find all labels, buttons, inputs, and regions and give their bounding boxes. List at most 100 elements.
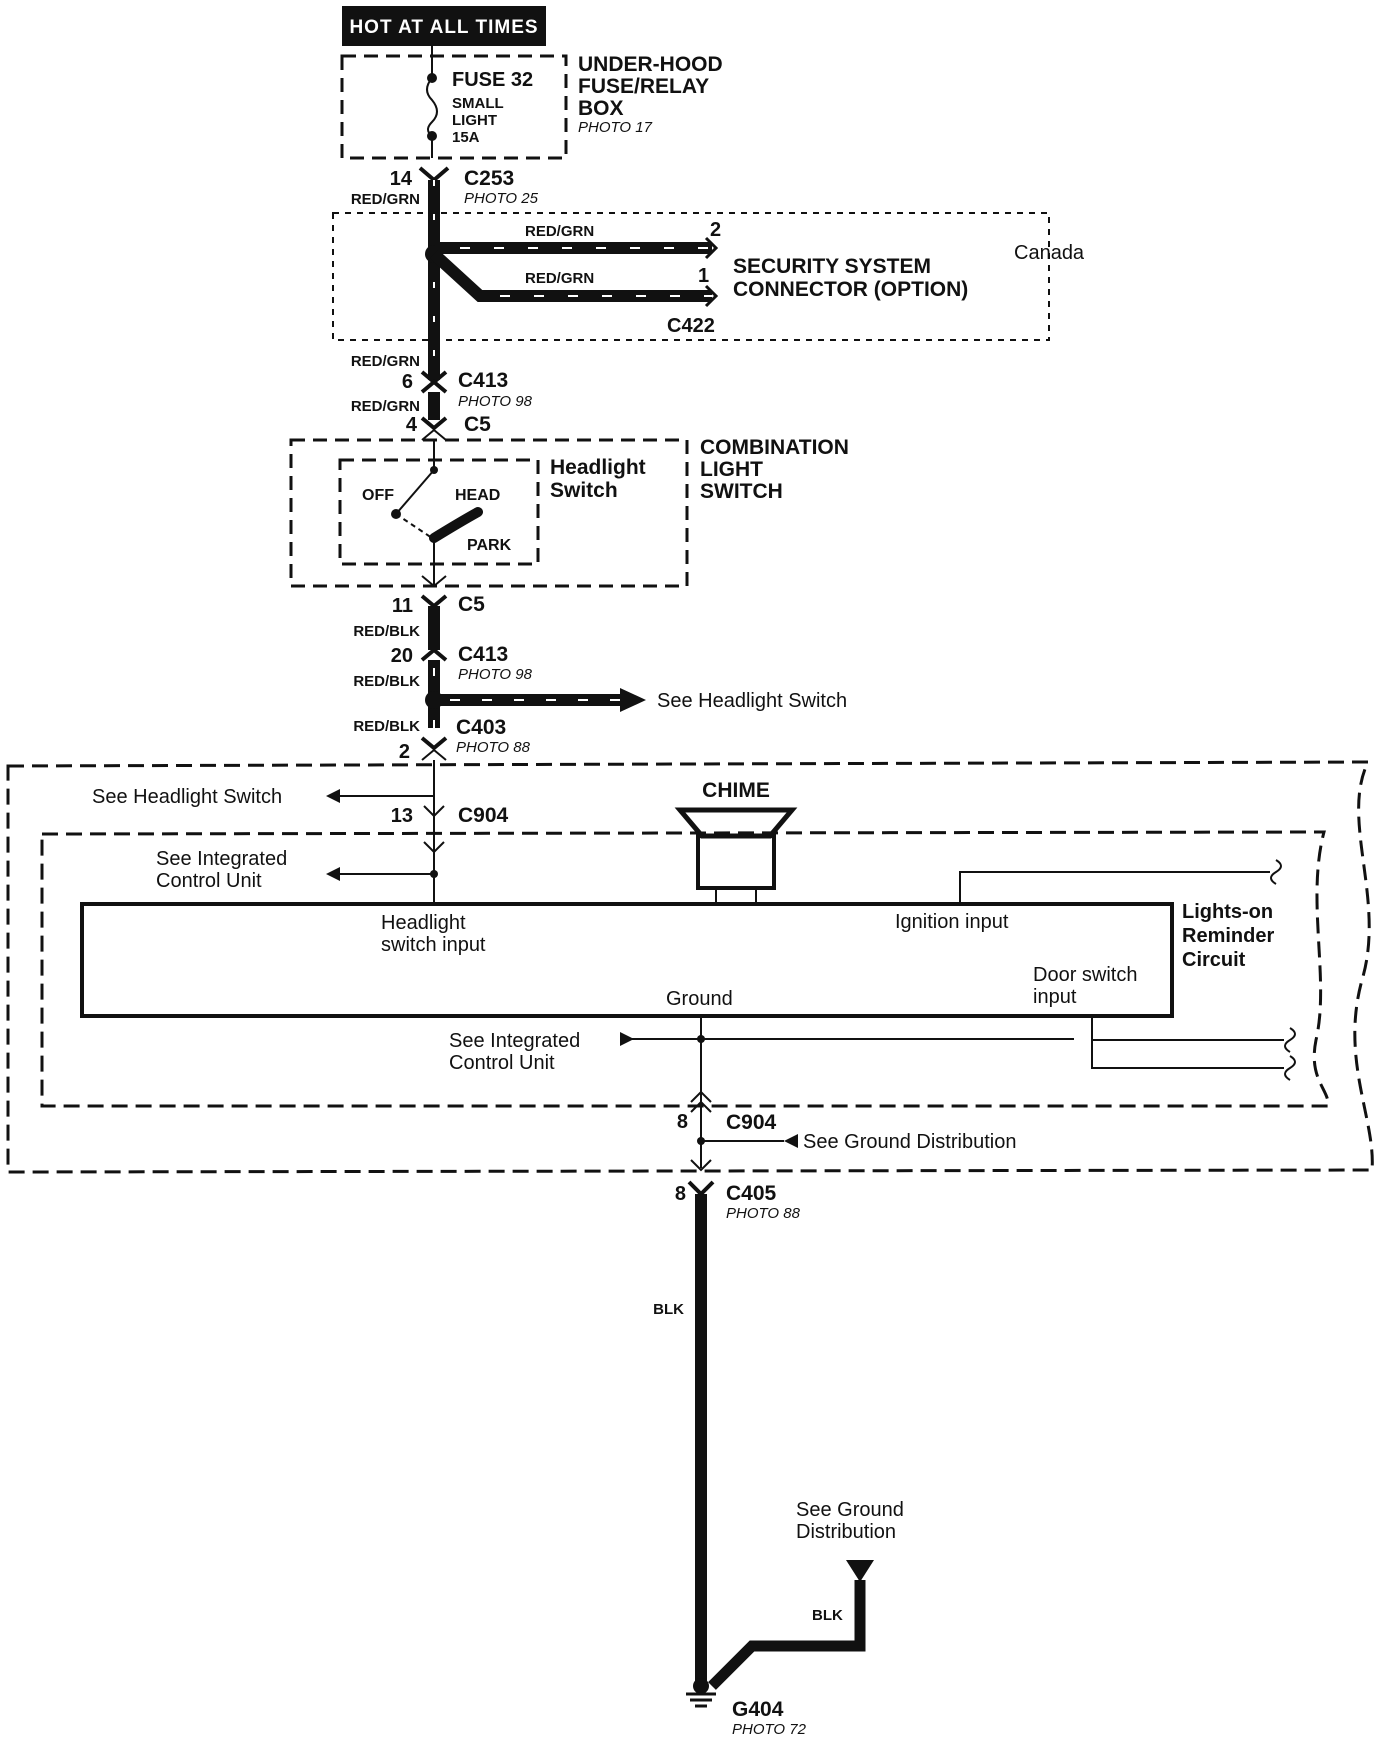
see-icu-1-line1[interactable]: See Integrated (156, 848, 287, 870)
see-headlight-switch-arrow-icon (620, 688, 646, 712)
reminder-label-2: Reminder (1182, 925, 1274, 947)
module-door-input-2: input (1033, 986, 1077, 1008)
door-wire-break-icon-2 (1284, 1055, 1296, 1081)
c403-connector-icon-2 (421, 748, 447, 761)
blk-main-label: BLK (653, 1301, 684, 1318)
chime-body (696, 834, 776, 890)
c405-pin: 8 (675, 1183, 686, 1205)
c422-pin1-connector-icon (704, 284, 719, 308)
c5-bottom-wire: RED/BLK (353, 623, 420, 640)
c904-bottom-name: C904 (726, 1111, 777, 1134)
combination-name-2: LIGHT (700, 458, 763, 481)
see-icu-2-arrow-icon (620, 1032, 634, 1046)
fuse-name-1: SMALL (452, 95, 504, 112)
fuse-box-name-2: FUSE/RELAY (578, 75, 709, 98)
reminder-module-box (80, 902, 1174, 1018)
security-wire-bottom: RED/GRN (525, 270, 594, 287)
switch-park-label: PARK (467, 537, 512, 554)
blk-branch-label: BLK (812, 1607, 843, 1624)
c904-top-name: C904 (458, 804, 509, 827)
c403-pin: 2 (399, 741, 410, 763)
c5-top-pin: 4 (406, 414, 418, 436)
fuse-box-name-1: UNDER-HOOD (578, 53, 723, 76)
c5-top-name: C5 (464, 413, 491, 436)
see-ground-dist-2-arrow-icon (846, 1560, 874, 1582)
security-name-1: SECURITY SYSTEM (733, 255, 931, 278)
module-ignition-input: Ignition input (895, 911, 1009, 933)
see-ground-dist-2-line2[interactable]: Distribution (796, 1521, 896, 1543)
canada-label: Canada (1014, 242, 1085, 264)
c403-name: C403 (456, 716, 506, 739)
c413-top-wire-above: RED/GRN (351, 353, 420, 370)
c253-pin: 14 (390, 168, 413, 190)
c422-pin2-connector-icon (704, 236, 719, 260)
module-headlight-input-2: switch input (381, 934, 486, 956)
security-name-2: CONNECTOR (OPTION) (733, 278, 968, 301)
c413-bottom-photo: PHOTO 98 (458, 666, 533, 683)
reminder-label-3: Circuit (1182, 949, 1246, 971)
c422-name: C422 (667, 315, 715, 337)
c904-inner-connector-icon (423, 841, 445, 854)
headlight-switch-name-1: Headlight (550, 456, 646, 479)
fuse-32-icon (426, 77, 438, 137)
c904-top-pin: 13 (391, 805, 413, 827)
g404-name: G404 (732, 1698, 784, 1721)
ignition-wire-break-icon (1270, 859, 1282, 885)
fuse-rating: 15A (452, 129, 480, 146)
fuse-label: FUSE 32 (452, 69, 533, 91)
headlight-switch-name-2: Switch (550, 479, 618, 502)
outer-module-border (6, 760, 1374, 1174)
see-icu-1-arrow-icon (326, 867, 340, 881)
c413-top-photo: PHOTO 98 (458, 393, 533, 410)
see-ground-dist-2-line1[interactable]: See Ground (796, 1499, 904, 1521)
see-icu-2-line1[interactable]: See Integrated (449, 1030, 580, 1052)
see-ground-dist-1-arrow-icon (784, 1134, 798, 1148)
combination-name-1: COMBINATION (700, 436, 849, 459)
c5-bottom-name: C5 (458, 593, 485, 616)
door-wire-break-icon-1 (1284, 1027, 1296, 1053)
c403-wire: RED/BLK (353, 718, 420, 735)
c413-top-name: C413 (458, 369, 508, 392)
blk-wire-branch (708, 1580, 866, 1690)
switch-blade (395, 469, 435, 515)
canada-region-border (332, 212, 1050, 341)
hot-label: HOT AT ALL TIMES (349, 17, 538, 38)
c5-bottom-connector-icon (421, 575, 447, 588)
c904-top-connector-icon (423, 805, 445, 818)
c253-wire-color: RED/GRN (351, 191, 420, 208)
see-headlight-switch-1[interactable]: See Headlight Switch (657, 690, 847, 712)
combination-name-3: SWITCH (700, 480, 783, 503)
c904-bottom-connector-icon-2 (690, 1100, 712, 1113)
see-headlight-switch-2[interactable]: See Headlight Switch (92, 786, 282, 808)
switch-head-park-contact (429, 507, 483, 543)
c5-bottom-pin: 11 (392, 595, 413, 617)
c5-top-connector-icon-2 (421, 428, 447, 441)
fuse-box-name-3: BOX (578, 97, 624, 120)
see-icu-1-line2[interactable]: Control Unit (156, 870, 262, 892)
fuse-box-photo: PHOTO 17 (578, 119, 653, 136)
switch-off-label: OFF (362, 487, 394, 504)
door-switch-wire-1 (1091, 1016, 1284, 1041)
c405-photo: PHOTO 88 (726, 1205, 801, 1222)
chime-label: CHIME (702, 779, 770, 802)
c413-bottom-connector-icon (420, 647, 448, 662)
security-wire-top: RED/GRN (525, 223, 594, 240)
switch-throw-dashed (395, 513, 433, 539)
reminder-label-1: Lights-on (1182, 901, 1273, 923)
c253-photo: PHOTO 25 (464, 190, 539, 207)
see-ground-dist-1[interactable]: See Ground Distribution (803, 1131, 1016, 1153)
c422-pin-1: 1 (698, 265, 709, 287)
c405-connector-icon (687, 1180, 715, 1197)
module-ground: Ground (666, 988, 733, 1010)
g404-junction (693, 1678, 709, 1694)
inner-module-border (40, 830, 1330, 1108)
chime-mount (715, 887, 757, 905)
chime-speaker-icon (674, 807, 798, 839)
switch-head-label: HEAD (455, 487, 500, 504)
fuse-box-border (340, 54, 568, 160)
see-icu-2-line2[interactable]: Control Unit (449, 1052, 555, 1074)
c413-top-wire-below: RED/GRN (351, 398, 420, 415)
door-switch-wire-2 (1091, 1040, 1284, 1069)
c5-top-connector-icon (420, 416, 448, 431)
